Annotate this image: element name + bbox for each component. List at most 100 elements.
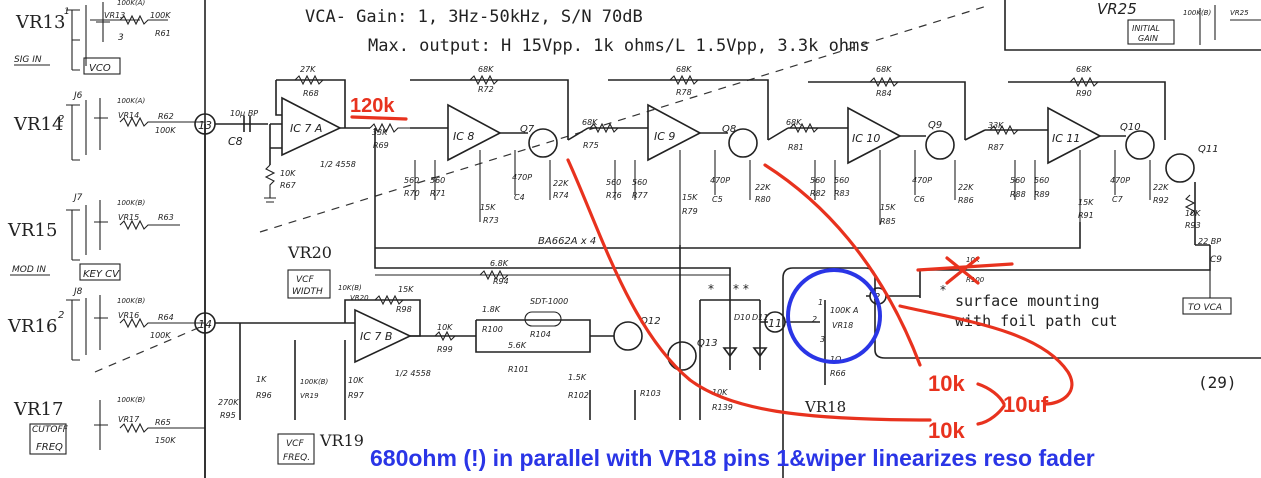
- q11-label: Q11: [1198, 144, 1219, 155]
- vr20s: VR20: [350, 294, 369, 302]
- k100b-3: 100K(B): [117, 396, 145, 404]
- note-10k-b: 10k: [928, 418, 965, 443]
- r68: R68: [303, 89, 319, 98]
- r94: R94: [493, 277, 509, 286]
- vr18-pin2: 2: [812, 315, 817, 324]
- k1: 1K: [256, 375, 267, 384]
- initial-gain-box: [1127, 19, 1175, 45]
- q10-label: Q10: [1120, 122, 1141, 133]
- k100a-vr18: 100K A: [830, 306, 859, 315]
- ic8-amp: [447, 103, 502, 162]
- r71: R71: [430, 189, 446, 198]
- k22-2: 22K: [755, 183, 771, 192]
- k15-2: 15K: [682, 193, 698, 202]
- k100b-vr25: 100K(B): [1183, 9, 1211, 17]
- node-13-label: 13: [198, 119, 212, 132]
- vcf-freq-box: [277, 433, 315, 465]
- vcf-width-box: [287, 269, 331, 299]
- k100b-vr19: 100K(B): [300, 378, 328, 386]
- r67: R67: [280, 181, 297, 190]
- vr18-pin1: 1: [818, 298, 823, 307]
- freq-label: FREQ: [36, 442, 63, 453]
- r79: R79: [682, 207, 698, 216]
- k560-6: 560: [834, 176, 849, 185]
- stars-2: * *: [733, 282, 749, 296]
- pin-3a: 3: [118, 33, 124, 43]
- q7-label: Q7: [520, 124, 535, 135]
- node-14-label: 14: [198, 318, 212, 331]
- k68-r90: 68K: [1076, 65, 1092, 74]
- k100-2: 100K: [155, 126, 176, 135]
- vr19-label: VR19: [319, 431, 364, 450]
- k22-3: 22K: [958, 183, 974, 192]
- vr25-label: VR25: [1097, 0, 1137, 18]
- k10b: 10K: [1185, 209, 1201, 218]
- r97: R97: [348, 391, 365, 400]
- r63: R63: [158, 213, 174, 222]
- r81: R81: [788, 143, 804, 152]
- k15c: 1.5K: [568, 373, 587, 382]
- vr20-label: VR20: [287, 243, 332, 262]
- pin-2b: 2: [58, 310, 64, 321]
- r78: R78: [676, 88, 692, 97]
- sig-in-label: SIG IN: [14, 55, 42, 65]
- r77: R77: [632, 191, 649, 200]
- k15-4: 15K: [1078, 198, 1094, 207]
- c8-value: 10μ BP: [230, 109, 258, 118]
- k10d: 10K: [348, 376, 364, 385]
- pin-2a: 2: [58, 114, 64, 125]
- q8: [728, 128, 758, 158]
- p470-2: 470P: [710, 176, 730, 185]
- vr14-label: VR14: [13, 114, 63, 135]
- r89: R89: [1034, 190, 1050, 199]
- r62: R62: [158, 112, 174, 121]
- ic7a-amp: [281, 96, 342, 157]
- r73: R73: [483, 216, 499, 225]
- note-120k: 120k: [350, 95, 395, 117]
- spec-line-2: Max. output: H 15Vpp. 1k ohms/L 1.5Vpp, …: [368, 36, 870, 56]
- vr14s: VR14: [118, 111, 139, 120]
- r98: R98: [396, 305, 412, 314]
- r96: R96: [256, 391, 272, 400]
- q10: [1125, 130, 1155, 160]
- vr19s: VR19: [300, 392, 319, 400]
- annotation-overlay: 120k 10k 10k 10uf 680ohm (!) in parallel…: [350, 95, 1095, 471]
- d10: D10: [734, 313, 750, 322]
- c5: C5: [712, 195, 723, 204]
- vr13-terminals: [66, 9, 80, 71]
- ic11-amp: [1047, 106, 1102, 165]
- k100a-2: 100K(A): [117, 97, 145, 105]
- r86: R86: [958, 196, 974, 205]
- k18: 1.8K: [482, 305, 501, 314]
- ic8-label: IC 8: [453, 130, 474, 143]
- k56: 5.6K: [508, 341, 527, 350]
- vco-label: VCO: [89, 63, 111, 74]
- r82: R82: [810, 189, 826, 198]
- j8-label: J8: [72, 287, 83, 297]
- vr25-frame: [1004, 0, 1261, 51]
- to-vca-box: [1182, 297, 1232, 315]
- r88: R88: [1010, 190, 1026, 199]
- k15-1: 15K: [480, 203, 496, 212]
- r66: R66: [830, 369, 846, 378]
- sdt-label: SDT-1000: [530, 297, 568, 306]
- k33b: 33K: [988, 121, 1004, 130]
- r90: R90: [1076, 89, 1092, 98]
- vcf-label-2: VCF: [286, 439, 304, 449]
- r66v: 1Ω: [830, 355, 842, 364]
- page-number: (29): [1198, 373, 1237, 392]
- mod-in-label: MOD IN: [12, 265, 46, 275]
- k10b-vr20: 10K(B): [338, 284, 362, 292]
- p470-1: 470P: [512, 173, 532, 182]
- r72: R72: [478, 85, 494, 94]
- ba662-label: BA662A x 4: [538, 236, 596, 247]
- c6: C6: [914, 195, 925, 204]
- vr13-label: VR13: [15, 12, 65, 33]
- ic7b-label: IC 7 B: [360, 330, 392, 343]
- lower-section: VR20 VCF WIDTH 6.8K R94 IC 7 B 1/2 4558 …: [215, 0, 1261, 465]
- to-vca-label: TO VCA: [1188, 303, 1222, 313]
- star-1: *: [708, 282, 714, 296]
- k100b-2: 100K(B): [117, 297, 145, 305]
- k100-3: 100K: [150, 331, 171, 340]
